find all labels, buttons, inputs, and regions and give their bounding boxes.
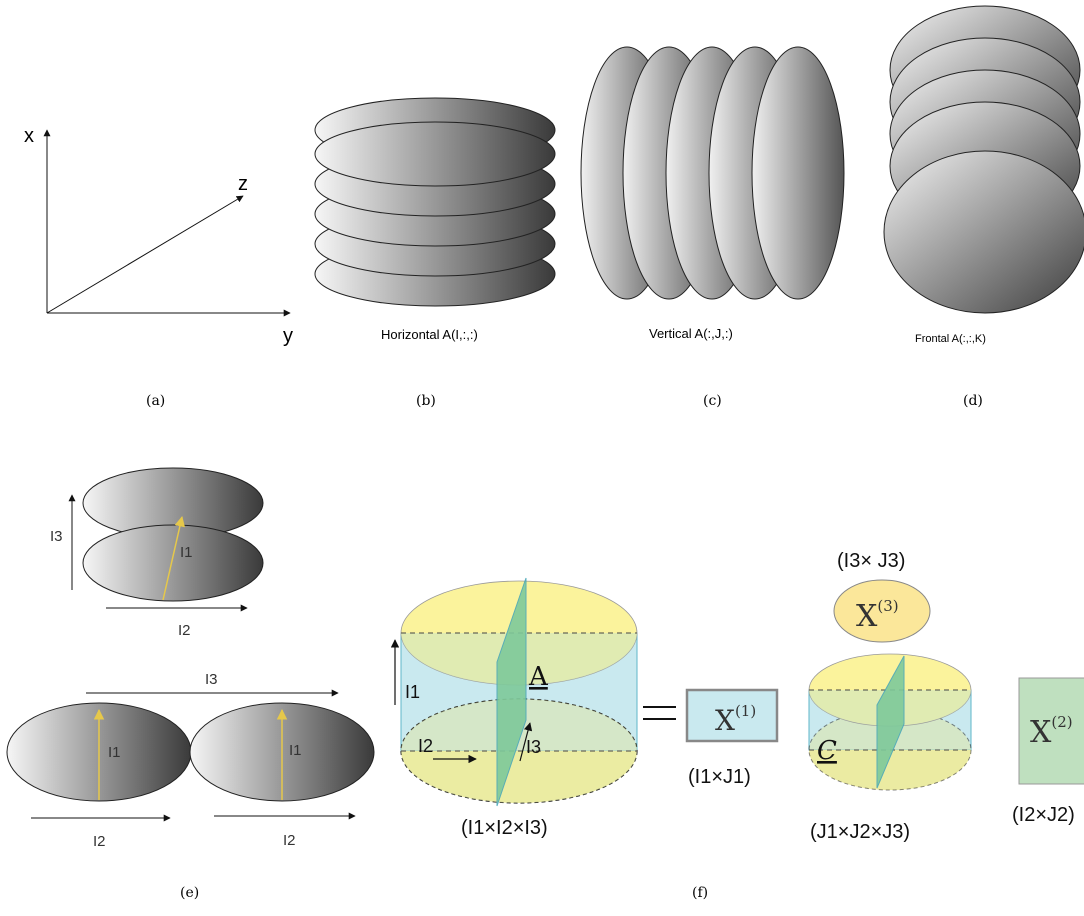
caption-a: (a)	[146, 393, 165, 409]
factor-matrix-x3	[833, 579, 931, 643]
panel-e: I1 I3 I2 I3 I1 I1 I2 I2	[6, 467, 375, 850]
tensor-dims: (I1×I2×I3)	[461, 817, 548, 839]
tensor-i1-label: I1	[405, 682, 420, 702]
tensor-label: A	[528, 662, 549, 692]
right-i1-label: I1	[289, 742, 302, 759]
frontal-slice-label: Frontal A(:,:,K)	[915, 333, 986, 345]
caption-f: (f)	[692, 885, 708, 901]
factor-matrix-x2	[1018, 677, 1084, 785]
vertical-slice-label: Vertical A(:,J,:)	[649, 326, 733, 341]
frontal-slice	[883, 150, 1084, 314]
i1-arrow	[162, 515, 186, 601]
tensor-i3-label: I3	[526, 737, 541, 757]
factor-matrix-x1	[685, 688, 779, 743]
x-axis-label: x	[24, 125, 34, 147]
x3-label: X(3)	[856, 597, 899, 634]
z-axis-label: z	[238, 173, 248, 195]
green-slice-plane	[496, 577, 527, 807]
top-i3-label: I3	[50, 528, 63, 545]
top-i1-label: I1	[180, 544, 193, 561]
horizontal-slice	[314, 121, 556, 187]
right-i2-label: I2	[283, 832, 296, 849]
x3-dims: (I3× J3)	[837, 550, 905, 572]
z-axis-arrow	[46, 195, 244, 314]
green-slice-plane	[876, 655, 905, 789]
vertical-slices	[580, 46, 845, 300]
core-label: C	[817, 736, 837, 766]
left-i2-label: I2	[93, 833, 106, 850]
caption-b: (b)	[416, 393, 436, 409]
tensor-cylinder: A I1 I2 I3 (I1×I2×I3)	[390, 577, 638, 839]
slice-ellipse	[82, 524, 264, 602]
axes-panel: x y z	[24, 125, 293, 347]
caption-c: (c)	[703, 393, 722, 409]
tensor-i2-label: I2	[418, 736, 433, 756]
top-i2-label: I2	[178, 622, 191, 639]
frontal-slices	[883, 5, 1084, 314]
y-axis-label: y	[283, 325, 293, 347]
core-tensor: C (J1×J2×J3)	[808, 653, 972, 843]
caption-d: (d)	[963, 393, 983, 409]
wide-i3-label: I3	[205, 671, 218, 688]
horizontal-slice-label: Horizontal A(I,:,:)	[381, 327, 478, 342]
x1-dims: (I1×J1)	[688, 766, 751, 788]
vertical-slice	[751, 46, 845, 300]
x2-dims: (I2×J2)	[1012, 804, 1075, 826]
caption-e: (e)	[180, 885, 199, 901]
left-i1-label: I1	[108, 744, 121, 761]
core-dims: (J1×J2×J3)	[810, 821, 910, 843]
i3-arrow	[519, 722, 533, 762]
